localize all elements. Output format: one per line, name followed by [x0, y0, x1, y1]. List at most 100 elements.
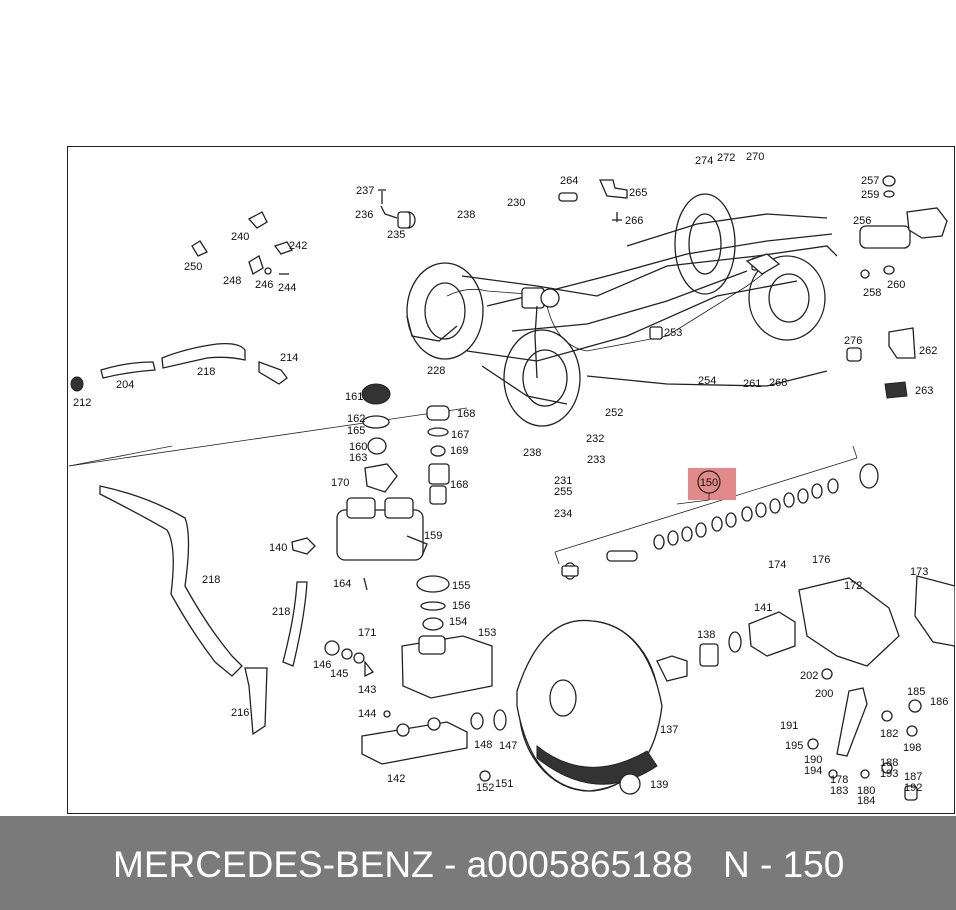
brand-part-number: MERCEDES-BENZ - a0005865188	[113, 844, 693, 885]
label-248: 248	[223, 275, 241, 287]
label-214: 214	[280, 352, 298, 364]
label-233: 233	[587, 454, 605, 466]
highlight-label: 150	[700, 477, 718, 489]
label-228: 228	[427, 365, 445, 377]
label-244: 244	[278, 282, 296, 294]
label-140: 140	[269, 542, 287, 554]
label-194: 194	[804, 765, 822, 777]
label-253: 253	[664, 327, 682, 339]
label-216: 216	[231, 707, 249, 719]
label-236: 236	[355, 209, 373, 221]
label-162: 162	[347, 413, 365, 425]
label-178: 178	[830, 774, 848, 786]
master-cylinder-assembly	[324, 575, 507, 782]
label-139: 139	[650, 779, 668, 791]
label-246: 246	[255, 279, 273, 291]
label-195: 195	[785, 740, 803, 752]
label-168: 168	[457, 408, 475, 420]
label-230: 230	[507, 197, 525, 209]
label-164: 164	[333, 578, 351, 590]
label-138: 138	[697, 629, 715, 641]
label-142: 142	[387, 773, 405, 785]
label-242: 242	[289, 240, 307, 252]
label-274: 274	[695, 155, 713, 167]
label-180: 180	[857, 785, 875, 797]
highlight-150[interactable]: 150	[676, 468, 736, 505]
label-258: 258	[863, 287, 881, 299]
label-191: 191	[780, 720, 798, 732]
label-141: 141	[754, 602, 772, 614]
footer-bar: MERCEDES-BENZ - a0005865188 N - 150	[0, 816, 956, 910]
label-200: 200	[815, 688, 833, 700]
label-218: 218	[197, 366, 215, 378]
label-154: 154	[449, 616, 467, 628]
label-259: 259	[861, 189, 879, 201]
label-238b: 238	[523, 447, 541, 459]
label-193: 193	[880, 768, 898, 780]
label-183: 183	[830, 785, 848, 797]
right-lower-parts	[699, 575, 955, 801]
label-256: 256	[853, 215, 871, 227]
label-187: 187	[904, 771, 922, 783]
label-268: 268	[769, 377, 787, 389]
label-255: 255	[554, 486, 572, 498]
label-260: 260	[887, 279, 905, 291]
label-176: 176	[812, 554, 830, 566]
exploded-parts-diagram: 150 237 236 235 238 230 264 265 266 274 …	[68, 151, 955, 807]
label-218b: 218	[202, 574, 220, 586]
label-148: 148	[474, 739, 492, 751]
label-186: 186	[930, 696, 948, 708]
label-165: 165	[347, 425, 365, 437]
label-137: 137	[660, 724, 678, 736]
label-152: 152	[476, 782, 494, 794]
label-266: 266	[625, 215, 643, 227]
label-234: 234	[554, 508, 572, 520]
label-170: 170	[331, 477, 349, 489]
callout-number: N - 150	[723, 844, 845, 885]
label-218c: 218	[272, 606, 290, 618]
label-156: 156	[452, 600, 470, 612]
label-264: 264	[560, 175, 578, 187]
label-204: 204	[116, 379, 134, 391]
hose-assembly	[68, 407, 468, 736]
label-182: 182	[880, 728, 898, 740]
label-238: 238	[457, 209, 475, 221]
label-198: 198	[903, 742, 921, 754]
right-upper-parts	[846, 175, 948, 399]
label-161: 161	[345, 391, 363, 403]
label-257: 257	[861, 175, 879, 187]
label-145: 145	[330, 668, 348, 680]
label-184: 184	[857, 795, 875, 807]
label-159: 159	[424, 530, 442, 542]
label-237: 237	[356, 185, 374, 197]
label-272: 272	[717, 152, 735, 164]
label-231: 231	[554, 475, 572, 487]
label-167: 167	[451, 429, 469, 441]
label-172: 172	[844, 580, 862, 592]
label-143: 143	[358, 684, 376, 696]
label-263: 263	[915, 385, 933, 397]
label-250: 250	[184, 261, 202, 273]
label-270: 270	[746, 151, 764, 163]
label-163: 163	[349, 452, 367, 464]
label-147: 147	[499, 740, 517, 752]
label-168b: 168	[450, 479, 468, 491]
label-254: 254	[698, 375, 716, 387]
label-153: 153	[478, 627, 496, 639]
label-171: 171	[358, 627, 376, 639]
label-202: 202	[800, 670, 818, 682]
label-169: 169	[450, 445, 468, 457]
label-232: 232	[586, 433, 604, 445]
label-192: 192	[904, 782, 922, 794]
seal-kit-row	[554, 445, 879, 580]
part-labels: 237 236 235 238 230 264 265 266 274 272 …	[73, 151, 948, 807]
label-144: 144	[358, 708, 376, 720]
label-276: 276	[844, 335, 862, 347]
label-174: 174	[768, 559, 786, 571]
label-151: 151	[495, 778, 513, 790]
label-185: 185	[907, 686, 925, 698]
label-146: 146	[313, 659, 331, 671]
label-265: 265	[629, 187, 647, 199]
label-235: 235	[387, 229, 405, 241]
label-240: 240	[231, 231, 249, 243]
